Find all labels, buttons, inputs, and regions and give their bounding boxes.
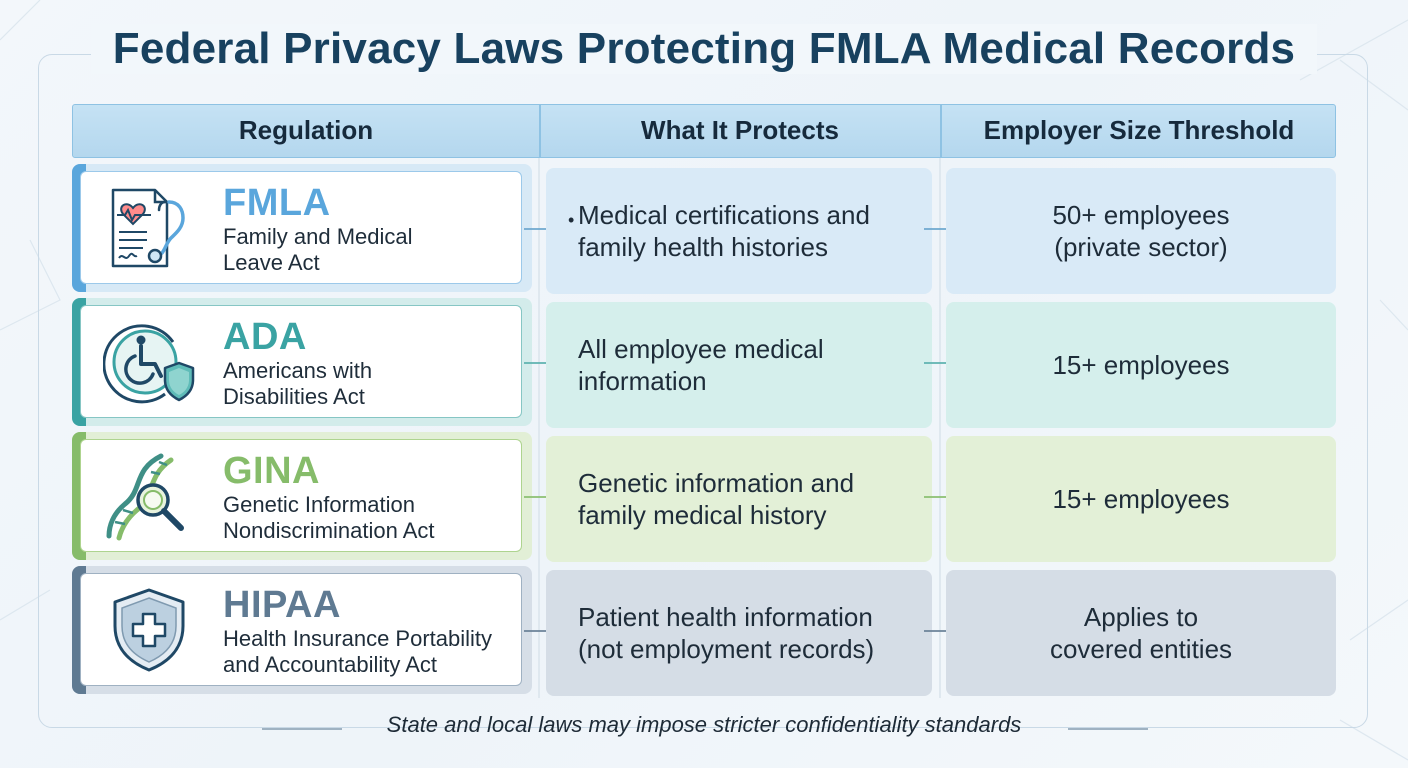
regulation-name-line: Family and Medical xyxy=(223,224,413,249)
column-header-protects: What It Protects xyxy=(641,115,839,145)
regulation-name-line: Health Insurance Portability xyxy=(223,626,493,651)
threshold-text-line: 15+ employees xyxy=(1052,350,1230,380)
regulation-name-line: Nondiscrimination Act xyxy=(223,518,435,543)
threshold-cell: 50+ employees (private sector) xyxy=(946,168,1336,294)
regulation-abbreviation: FMLA xyxy=(223,182,331,224)
regulation-card: ADA Americans with Disabilities Act xyxy=(80,305,522,418)
regulation-name-line: Disabilities Act xyxy=(223,384,365,409)
regulation-card: GINA Genetic Information Nondiscriminati… xyxy=(80,439,522,552)
protects-text-line: Medical certifications and xyxy=(578,200,870,230)
regulation-name-line: Genetic Information xyxy=(223,492,415,517)
footer-note: State and local laws may impose stricter… xyxy=(386,712,1022,737)
header-divider xyxy=(539,105,541,157)
protects-text-line: family health histories xyxy=(578,232,828,262)
table-row-fmla: FMLA Family and Medical Leave Act • Medi… xyxy=(72,164,1336,294)
protects-cell: • Medical certifications and family heal… xyxy=(546,168,932,294)
threshold-text-line: 50+ employees xyxy=(1052,200,1230,230)
medical-cross-shield-icon xyxy=(113,588,185,672)
protects-text-line: family medical history xyxy=(578,500,827,530)
regulation-name-line: and Accountability Act xyxy=(223,652,438,677)
protects-cell: Genetic information and family medical h… xyxy=(546,436,932,562)
accessibility-shield-icon xyxy=(103,324,195,404)
regulation-full-name: Americans with Disabilities Act xyxy=(223,358,523,410)
protects-text-line: (not employment records) xyxy=(578,634,875,664)
protects-text-line: All employee medical xyxy=(578,334,824,364)
protects-text-line: Patient health information xyxy=(578,602,873,632)
table-header: Regulation What It Protects Employer Siz… xyxy=(72,104,1336,158)
threshold-text-line: Applies to xyxy=(1083,602,1199,632)
column-divider xyxy=(939,158,941,698)
regulation-abbreviation: ADA xyxy=(223,316,307,358)
header-divider xyxy=(940,105,942,157)
regulation-full-name: Family and Medical Leave Act xyxy=(223,224,523,276)
protects-cell: All employee medical information xyxy=(546,302,932,428)
bullet-icon: • xyxy=(568,210,575,230)
column-header-regulation: Regulation xyxy=(238,115,374,145)
regulation-abbreviation: GINA xyxy=(223,450,320,492)
regulation-name-line: Americans with xyxy=(223,358,373,383)
regulation-full-name: Health Insurance Portability and Account… xyxy=(223,626,523,678)
column-header-threshold: Employer Size Threshold xyxy=(983,115,1295,145)
threshold-text-line: covered entities xyxy=(1049,634,1233,664)
table-row-gina: GINA Genetic Information Nondiscriminati… xyxy=(72,432,1336,562)
regulation-abbreviation: HIPAA xyxy=(223,584,341,626)
threshold-text-line: 15+ employees xyxy=(1052,484,1230,514)
threshold-cell: 15+ employees xyxy=(946,302,1336,428)
footer-rule xyxy=(262,728,342,730)
protects-text-line: information xyxy=(578,366,707,396)
threshold-cell: Applies to covered entities xyxy=(946,570,1336,696)
regulation-card: HIPAA Health Insurance Portability and A… xyxy=(80,573,522,686)
medical-document-stethoscope-icon xyxy=(111,188,185,268)
regulation-name-line: Leave Act xyxy=(223,250,320,275)
column-divider xyxy=(538,158,540,698)
page-title: Federal Privacy Laws Protecting FMLA Med… xyxy=(90,24,1318,74)
protects-text-line: Genetic information and xyxy=(578,468,855,498)
table-row-hipaa: HIPAA Health Insurance Portability and A… xyxy=(72,566,1336,696)
protects-cell: Patient health information (not employme… xyxy=(546,570,932,696)
threshold-text-line: (private sector) xyxy=(1054,232,1228,262)
threshold-cell: 15+ employees xyxy=(946,436,1336,562)
regulation-full-name: Genetic Information Nondiscrimination Ac… xyxy=(223,492,523,544)
footer-rule xyxy=(1068,728,1148,730)
regulation-card: FMLA Family and Medical Leave Act xyxy=(80,171,522,284)
dna-magnifier-icon xyxy=(106,453,184,541)
table-row-ada: ADA Americans with Disabilities Act All … xyxy=(72,298,1336,428)
